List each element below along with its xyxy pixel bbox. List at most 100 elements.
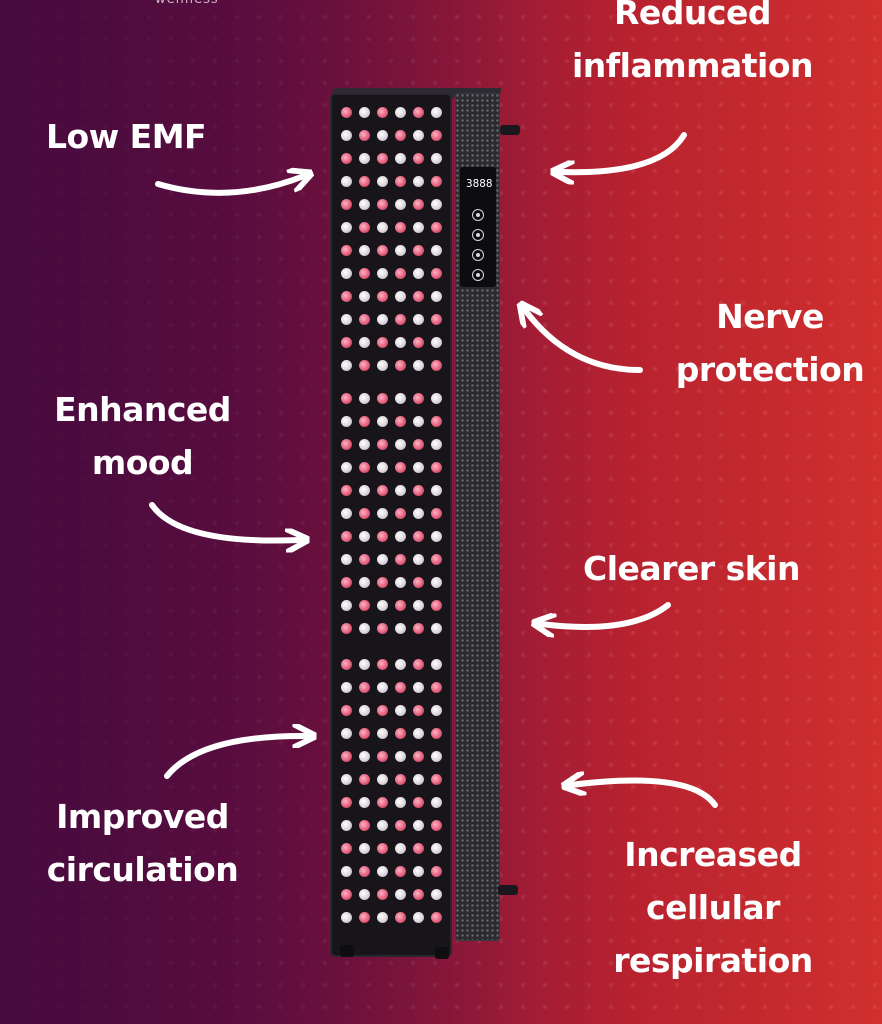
led-bulb [340,314,352,325]
led-bulb [412,107,424,118]
led-bulb [412,797,424,808]
led-bulb [412,508,424,519]
led-bulb [340,199,352,210]
led-bulb [358,291,370,302]
led-bulb [412,751,424,762]
led-bulb [340,416,352,427]
benefit-improved-circulation: Improved circulation [40,790,245,896]
led-bulb [394,705,406,716]
led-bulb [340,600,352,611]
led-bulb [430,659,442,670]
led-bulb [412,222,424,233]
led-bulb [358,153,370,164]
display-readout: 3888 [466,177,493,190]
led-bulb [412,774,424,785]
led-bulb [340,774,352,785]
led-bulb [412,360,424,371]
led-bulb [430,751,442,762]
led-bulb [376,728,388,739]
led-bulb [412,912,424,923]
led-bulb [412,659,424,670]
benefit-text: Clearer skin [583,549,801,588]
power-button[interactable] [472,209,484,221]
led-bulb [394,797,406,808]
led-bulb [394,439,406,450]
led-bulb [394,623,406,634]
led-bulb [376,820,388,831]
led-bulb [430,439,442,450]
mode-button[interactable] [472,229,484,241]
led-bulb [358,245,370,256]
led-bulb [340,462,352,473]
led-bulb [394,531,406,542]
led-bulb [340,130,352,141]
led-bulb [430,337,442,348]
led-bulb [340,889,352,900]
led-bulb [358,797,370,808]
led-bulb [358,751,370,762]
led-bulb [412,843,424,854]
led-bulb [412,728,424,739]
led-bulb [376,866,388,877]
led-bulb [340,659,352,670]
led-bulb [340,728,352,739]
settings-button[interactable] [472,269,484,281]
led-bulb [358,393,370,404]
led-bulb [340,508,352,519]
led-bulb [412,337,424,348]
led-bulb [376,659,388,670]
led-bulb [394,659,406,670]
benefit-text: circulation [46,850,239,889]
red-light-therapy-panel: 3888 [300,85,530,959]
led-bulb [358,416,370,427]
led-bulb [358,199,370,210]
benefit-text: Reduced [614,0,771,32]
led-bulb [376,485,388,496]
benefit-text: Nerve [716,297,824,336]
led-bulb [394,577,406,588]
led-bulb [412,314,424,325]
led-bulb [376,554,388,565]
led-bulb [358,728,370,739]
led-bulb [358,268,370,279]
led-bulb [430,199,442,210]
led-bulb [412,393,424,404]
led-bulb [394,153,406,164]
led-bulb [412,866,424,877]
led-bulb [358,337,370,348]
timer-button[interactable] [472,249,484,261]
led-bulb [358,314,370,325]
led-bulb [358,222,370,233]
led-bulb [358,462,370,473]
led-bulb [340,245,352,256]
led-bulb [376,291,388,302]
led-bulb [430,866,442,877]
led-bulb [340,843,352,854]
benefit-text: mood [91,443,194,482]
led-bulb [430,797,442,808]
led-bulb [394,222,406,233]
control-panel: 3888 [460,167,496,287]
led-section-middle [337,387,445,640]
led-bulb [376,843,388,854]
led-bulb [376,245,388,256]
led-bulb [412,416,424,427]
stand-foot-left [340,945,354,957]
led-bulb [376,176,388,187]
benefit-reduced-inflammation: Reduced inflammation [560,0,825,92]
led-bulb [430,554,442,565]
led-bulb [358,843,370,854]
led-bulb [412,889,424,900]
led-bulb [358,485,370,496]
led-bulb [358,130,370,141]
led-bulb [376,508,388,519]
benefit-nerve-protection: Nerve protection [670,290,870,396]
led-bulb [430,393,442,404]
benefit-increased-cellular-respiration: Increased cellular respiration [608,828,818,987]
benefit-enhanced-mood: Enhanced mood [40,383,245,489]
led-bulb [340,222,352,233]
led-bulb [412,531,424,542]
led-bulb [430,508,442,519]
arrow-increased-respiration [571,781,718,808]
led-bulb [358,577,370,588]
